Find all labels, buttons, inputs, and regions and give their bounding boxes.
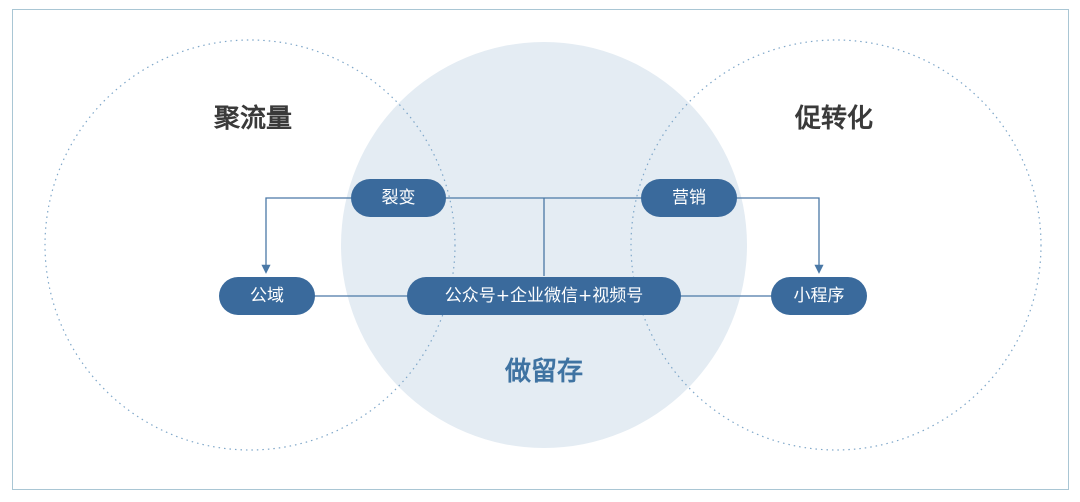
node-marketing[interactable]: 营销 <box>641 179 737 217</box>
diagram-frame <box>12 9 1069 490</box>
marketing-to-miniprogram-arrow <box>736 197 824 274</box>
region-label-traffic: 聚流量 <box>213 104 292 134</box>
left-dotted-circle <box>44 39 456 451</box>
node-mini-program[interactable]: 小程序 <box>771 277 867 315</box>
node-hub[interactable]: 公众号+企业微信+视频号 <box>407 277 681 315</box>
region-label-conversion: 促转化 <box>794 104 873 134</box>
node-public-domain[interactable]: 公域 <box>219 277 315 315</box>
node-fission[interactable]: 裂变 <box>351 179 446 217</box>
region-label-retention: 做留存 <box>504 357 583 387</box>
fission-to-public-arrow <box>261 197 352 274</box>
right-dotted-circle <box>630 39 1042 451</box>
